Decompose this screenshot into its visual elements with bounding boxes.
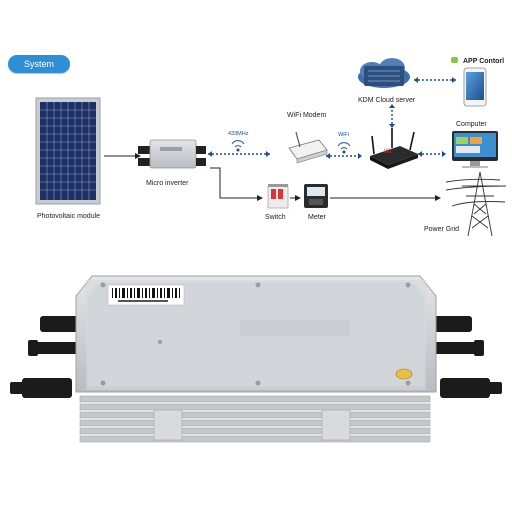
computer-label: Computer (456, 121, 487, 128)
svg-text:Wi: Wi (384, 149, 391, 155)
wifi-signal-icon (337, 142, 351, 154)
photovoltaic-module-icon (35, 97, 101, 205)
app-label: APP Contorl (463, 58, 504, 65)
wireless-signal-icon (231, 140, 245, 152)
power-tower-icon (445, 171, 507, 237)
wifi-label: WiFi (338, 132, 349, 138)
smartphone-icon (463, 67, 487, 107)
modem-label: WiFi Modem (287, 112, 326, 119)
inverter-label: Micro inverter (146, 180, 189, 187)
computer-icon (452, 131, 498, 168)
system-badge: System (8, 55, 70, 73)
wifi-modem-icon (288, 131, 328, 164)
android-icon (451, 57, 458, 63)
freq-label: 433MHz (228, 131, 249, 137)
inverter-to-switch-arrow (210, 167, 263, 201)
pv-label: Photovoltaic module (37, 213, 100, 220)
meter-label: Meter (308, 214, 327, 221)
switch-icon (267, 184, 289, 209)
grid-label: Power Grid (424, 226, 459, 233)
router-icon: Wi (370, 128, 418, 169)
cloud-label: KDM Cloud server (358, 97, 416, 104)
micro-inverter-photo (10, 275, 502, 443)
micro-inverter-icon (138, 139, 206, 169)
cloud-server-icon (358, 58, 410, 88)
meter-icon (304, 184, 328, 208)
switch-label: Switch (265, 214, 286, 221)
